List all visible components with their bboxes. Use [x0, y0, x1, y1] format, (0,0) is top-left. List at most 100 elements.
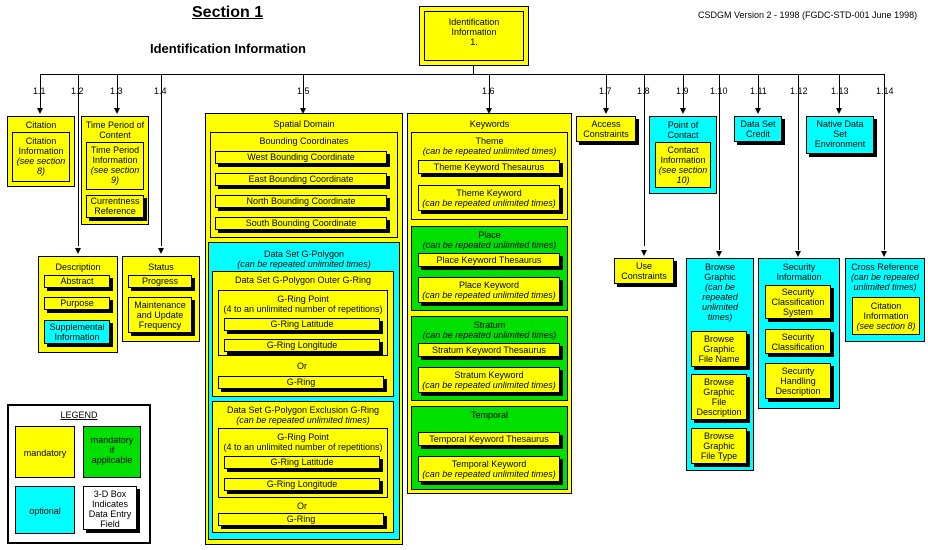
- stratum-title: Stratum: [473, 320, 506, 330]
- top-line1: Identification: [448, 17, 500, 27]
- supp-line-2: Information: [54, 332, 100, 342]
- purpose-field: Purpose: [44, 297, 110, 310]
- citation-inner-3: (see section: [16, 156, 66, 166]
- drop-1-11: [758, 74, 759, 108]
- top-line2: Information: [451, 27, 497, 37]
- mf-line-2: and Update: [136, 310, 184, 320]
- browse-title-1: Browse: [704, 262, 735, 272]
- tp-inner-3: (see section: [90, 165, 140, 175]
- place-kw-label: Place Keyword: [458, 280, 520, 290]
- temporal-kw-note: (can be repeated unlimited times): [422, 469, 556, 479]
- place-keyword-field: Place Keyword (can be repeated unlimited…: [418, 277, 560, 303]
- scs-line-3: System: [782, 307, 813, 317]
- num-1-8: 1.8: [637, 86, 650, 96]
- native-line-1: Native Data: [816, 119, 864, 129]
- sc-line-2: Classification: [771, 342, 825, 352]
- arrow-1-1: [37, 108, 43, 114]
- crossref-note-2: unlimited times): [853, 282, 917, 292]
- connector-trunk: [473, 66, 474, 74]
- tp-inner-1: Time Period: [90, 145, 140, 155]
- scs-line-2: Classification: [771, 297, 825, 307]
- arrow-1-8: [641, 250, 647, 256]
- keywords-title: Keywords: [469, 119, 510, 129]
- spatial-domain-title: Spatial Domain: [273, 119, 335, 129]
- citation-information-box: Citation Information (see section 8): [12, 132, 70, 182]
- time-period-box: Time Period of Content Time Period Infor…: [81, 116, 149, 225]
- crossref-inner-1: Citation: [870, 301, 902, 311]
- access-line-1: Access: [591, 119, 621, 129]
- browse-title-2: Graphic: [704, 272, 736, 282]
- tp-inner-4: 9): [110, 175, 119, 185]
- place-title: Place: [478, 230, 501, 240]
- crossref-citation-information-box: Citation Information (see section 8): [852, 297, 920, 335]
- num-1-6: 1.6: [482, 86, 495, 96]
- excl-point-title: G-Ring Point: [277, 432, 329, 442]
- theme-keyword-field: Theme Keyword (can be repeated unlimited…: [418, 185, 560, 211]
- cr-line-2: Reference: [94, 206, 136, 216]
- num-1-9: 1.9: [676, 86, 689, 96]
- crossref-note-1: (can be repeated: [850, 272, 920, 282]
- num-1-7: 1.7: [599, 86, 612, 96]
- legend-3d-box: 3-D Box Indicates Data Entry Field: [83, 486, 137, 530]
- exclusion-g-ring-box: Data Set G-Polygon Exclusion G-Ring (can…: [212, 401, 394, 533]
- drop-1-9: [683, 74, 684, 108]
- supp-line-1: Supplemental: [49, 322, 105, 332]
- keywords-box: Keywords Theme (can be repeated unlimite…: [407, 113, 572, 494]
- arrow-1-9: [680, 108, 686, 114]
- theme-kw-note: (can be repeated unlimited times): [422, 198, 556, 208]
- legend-optional-label: optional: [29, 506, 61, 516]
- poc-line-1: Point of: [667, 120, 699, 130]
- excl-longitude-field: G-Ring Longitude: [224, 478, 380, 491]
- legend-mia-2: if: [109, 445, 115, 455]
- browse-file-name-field: Browse Graphic File Name: [691, 331, 747, 367]
- identification-information-box: Identification Information 1.: [419, 6, 529, 66]
- currentness-reference-field: Currentness Reference: [86, 195, 144, 218]
- time-period-information-box: Time Period Information (see section 9): [86, 142, 144, 190]
- outer-g-ring-point-box: G-Ring Point (4 to an unlimited number o…: [218, 290, 388, 356]
- credit-line-1: Data Set: [740, 119, 776, 129]
- legend-mia-3: applicable: [91, 455, 133, 465]
- bounding-coordinates-box: Bounding Coordinates West Bounding Coord…: [210, 132, 398, 238]
- cross-reference-box: Cross Reference (can be repeated unlimit…: [845, 258, 925, 342]
- sc-line-1: Security: [781, 332, 815, 342]
- stratum-kw-label: Stratum Keyword: [454, 370, 524, 380]
- citation-inner-4: 8): [36, 166, 45, 176]
- east-bounding-field: East Bounding Coordinate: [215, 173, 387, 186]
- place-kw-note: (can be repeated unlimited times): [422, 290, 556, 300]
- credit-line-2: Credit: [745, 129, 770, 139]
- arrow-1-6: [486, 108, 492, 114]
- use-constraints-field: Use Constraints: [614, 258, 674, 284]
- drop-1-3: [117, 74, 118, 108]
- outer-point-note: (4 to an unlimited number of repetitions…: [223, 304, 383, 314]
- temporal-thesaurus-field: Temporal Keyword Thesaurus: [418, 432, 560, 446]
- arrow-1-12: [795, 251, 801, 257]
- ft-line-3: File Type: [700, 451, 738, 461]
- outer-or: Or: [297, 361, 307, 371]
- ft-line-2: Graphic: [703, 441, 735, 451]
- temporal-title: Temporal: [470, 410, 508, 420]
- progress-field: Progress: [128, 275, 192, 288]
- poc-line-2: Contact: [667, 130, 699, 140]
- temporal-box: Temporal Temporal Keyword Thesaurus Temp…: [411, 406, 568, 490]
- arrow-1-5: [300, 108, 306, 114]
- theme-note: (can be repeated unlimited times): [422, 146, 557, 156]
- contact-information-box: Contact Information (see section 10): [655, 142, 711, 188]
- legend-box: LEGEND mandatory mandatory if applicable…: [7, 404, 151, 544]
- fd-line-2: Graphic: [703, 387, 735, 397]
- gpoly-title: Data Set G-Polygon: [263, 249, 345, 259]
- citation-title: Citation: [25, 120, 57, 130]
- citation-box: Citation Citation Information (see secti…: [7, 116, 75, 187]
- tp-inner-2: Information: [92, 155, 138, 165]
- use-line-2: Constraints: [621, 271, 667, 281]
- security-information-box: Security Information Security Classifica…: [758, 258, 840, 409]
- num-1-1: 1.1: [33, 86, 46, 96]
- poc-inner-2: Information: [660, 155, 706, 165]
- legend-mandatory: mandatory: [15, 426, 75, 478]
- excl-g-ring-field: G-Ring: [218, 513, 384, 526]
- fd-line-1: Browse: [703, 377, 734, 387]
- description-title: Description: [55, 262, 101, 272]
- stratum-keyword-field: Stratum Keyword (can be repeated unlimit…: [418, 367, 560, 393]
- shd-line-2: Handling: [780, 376, 816, 386]
- excl-latitude-field: G-Ring Latitude: [224, 456, 380, 469]
- stratum-thesaurus-field: Stratum Keyword Thesaurus: [418, 343, 560, 357]
